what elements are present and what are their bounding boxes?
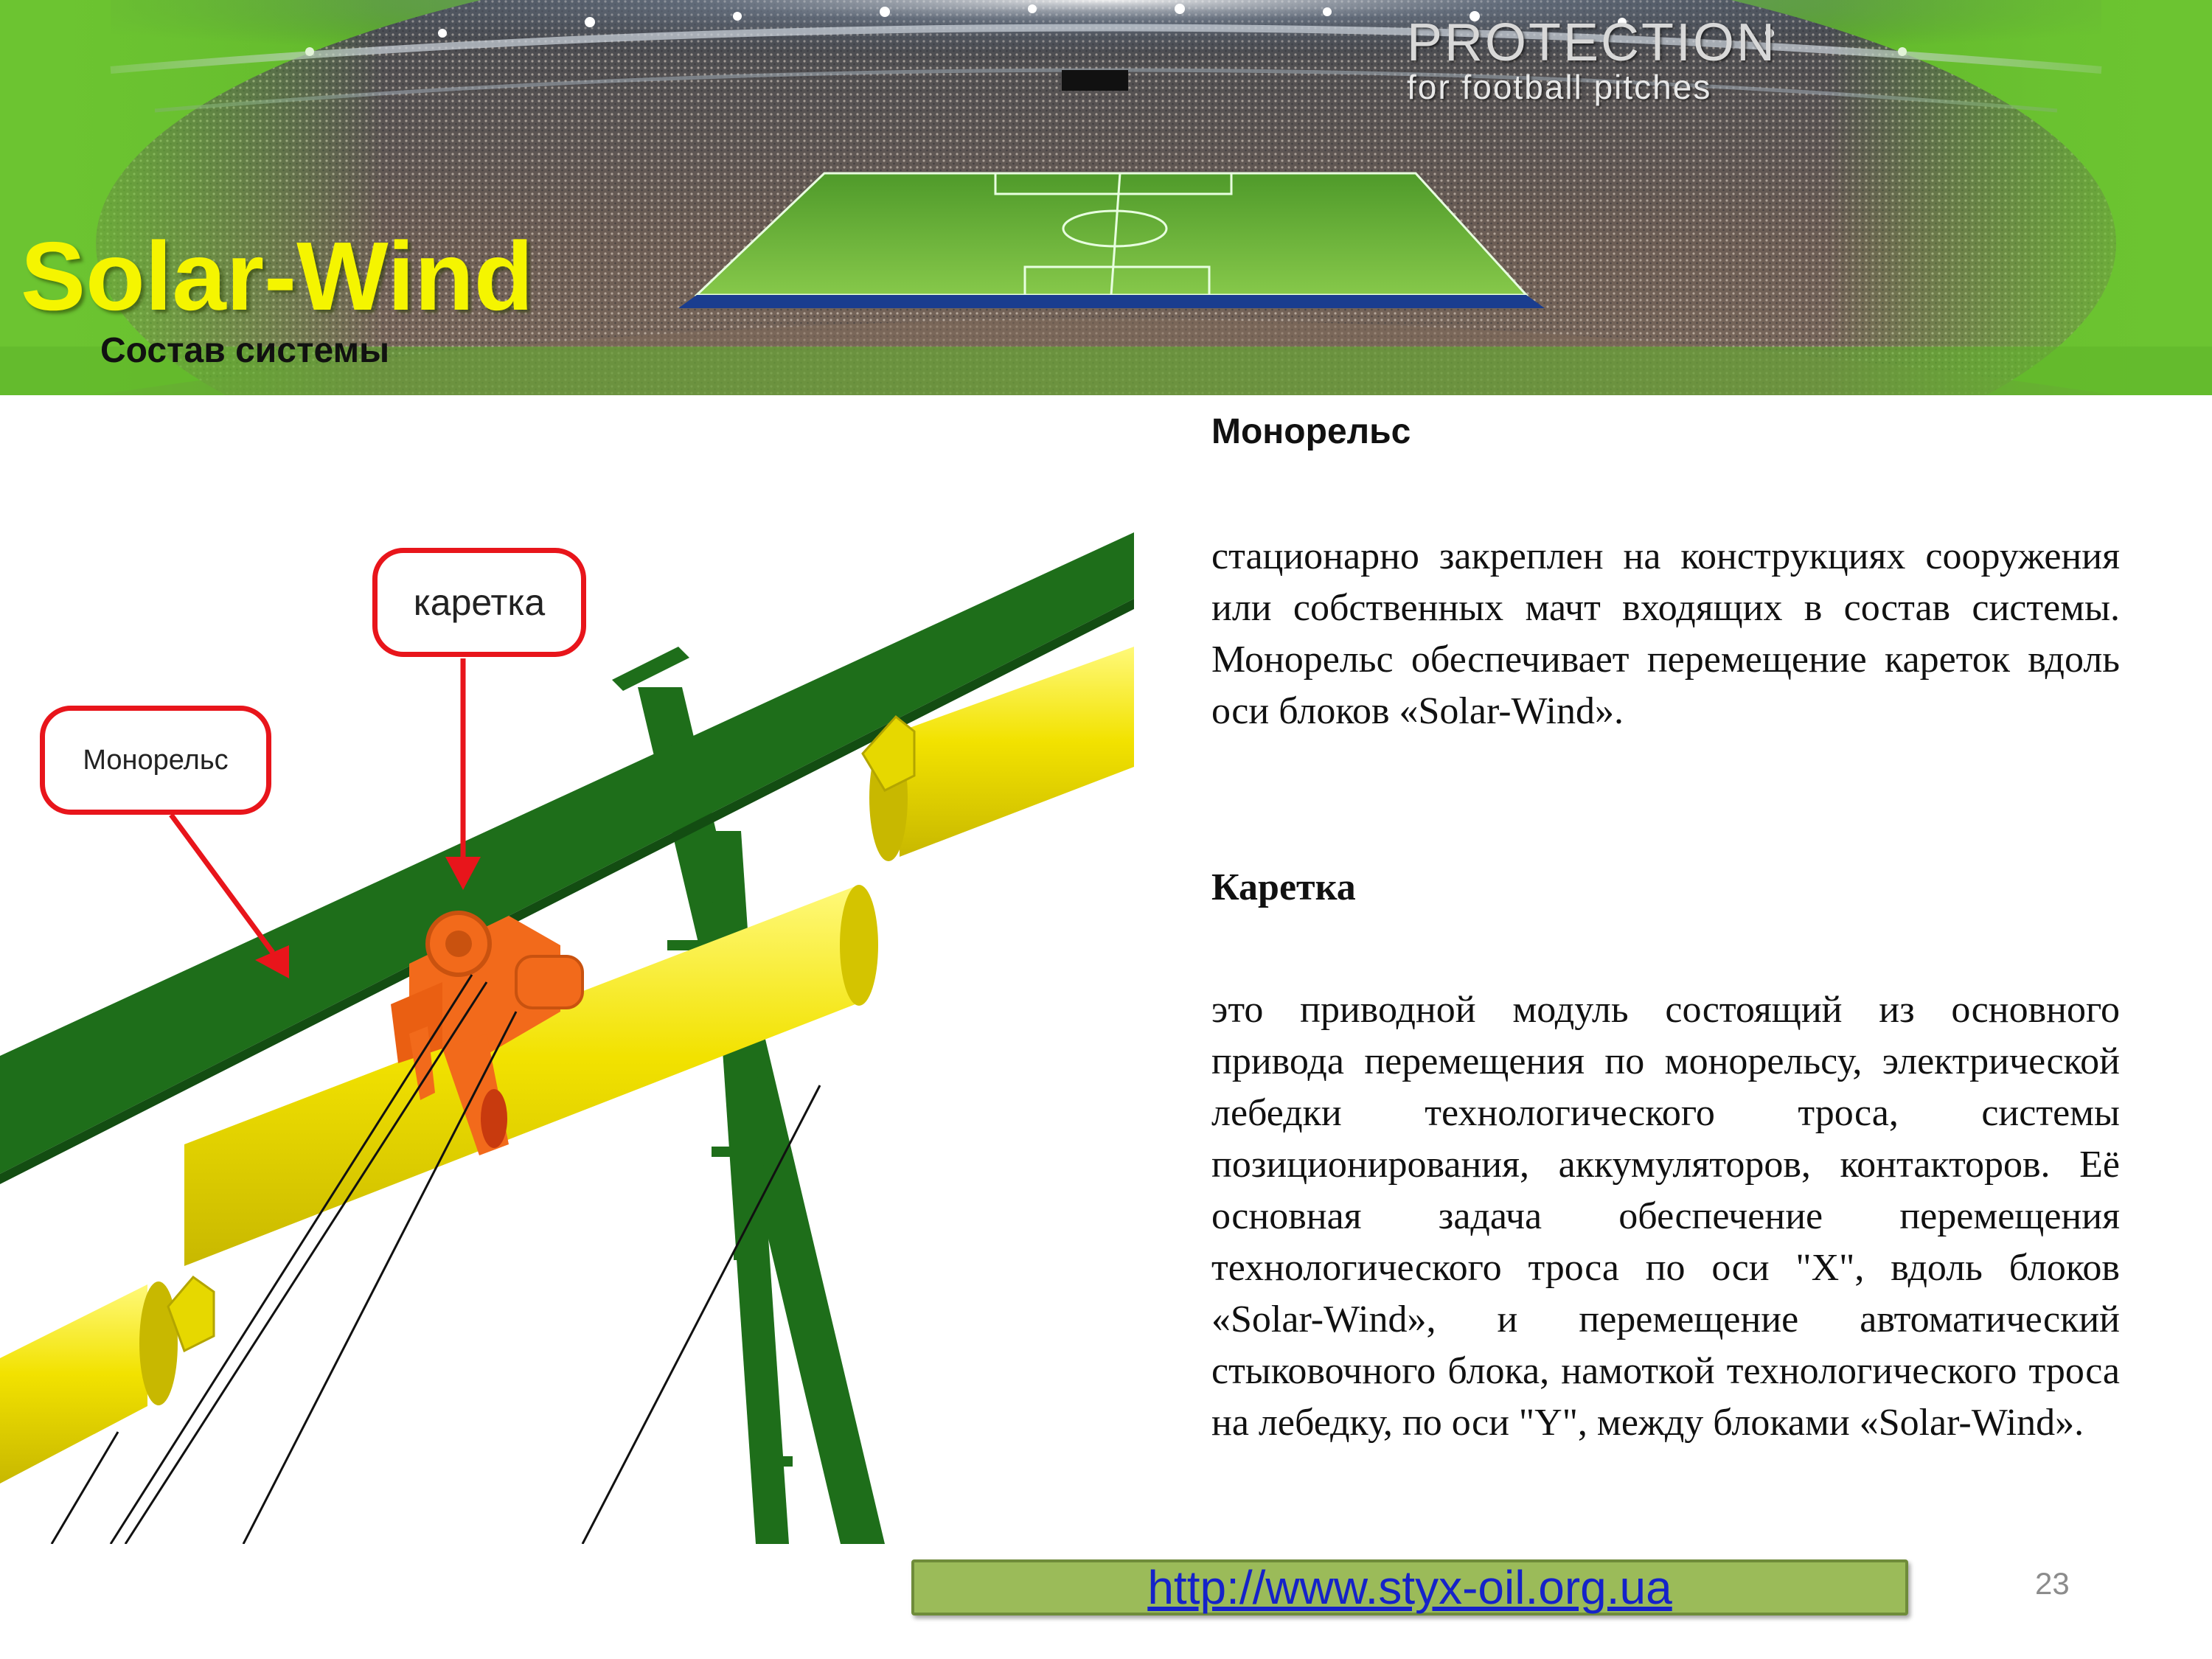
slide-title: Solar-Wind <box>21 222 534 330</box>
section-heading-monorail: Монорельс <box>1211 412 1411 451</box>
callout-arrows <box>169 658 481 978</box>
header-banner: Solar-Wind Состав системы PROTECTION for… <box>0 0 2212 395</box>
cables <box>50 974 821 1544</box>
stadium-photo <box>0 0 2212 395</box>
carriage-trolley <box>391 911 584 1155</box>
callout-monorail: Монорельс <box>40 706 271 815</box>
section-text-monorail: стационарно закреплен на конструкциях со… <box>1211 535 2120 732</box>
section-heading-carriage: Каретка <box>1211 866 1356 908</box>
callout-carriage: каретка <box>372 548 586 657</box>
slide-subtitle: Состав системы <box>100 331 390 370</box>
monorail-beam <box>0 532 1134 1174</box>
page-number: 23 <box>2035 1566 2070 1601</box>
website-link[interactable]: http://www.styx-oil.org.ua <box>1147 1561 1672 1614</box>
system-illustration <box>0 532 1134 1544</box>
section-text-carriage: это приводной модуль состоящий из основн… <box>1211 989 2120 1444</box>
url-banner: http://www.styx-oil.org.ua <box>911 1559 1908 1615</box>
solar-wind-tubes <box>0 647 1134 1484</box>
tagline-protection: PROTECTION <box>1407 13 1778 72</box>
tagline-football: for football pitches <box>1407 68 1712 106</box>
